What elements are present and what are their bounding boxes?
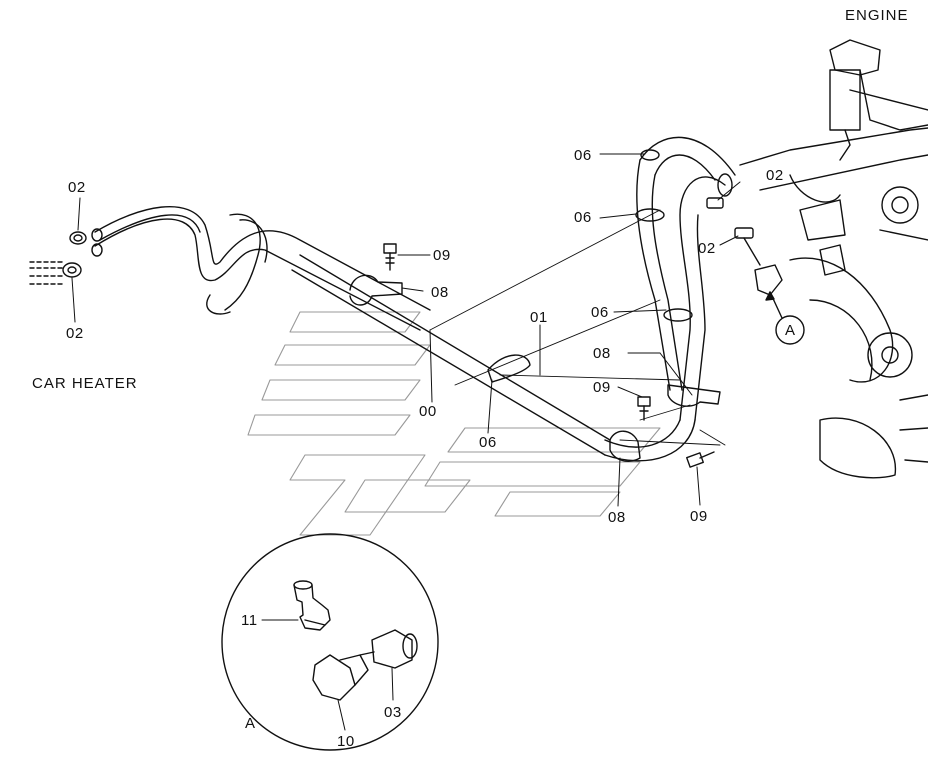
heater-hose-lower bbox=[206, 213, 268, 315]
callout-06-bottom: 06 bbox=[479, 434, 497, 451]
callout-09-left: 09 bbox=[433, 247, 451, 264]
bolt-09-b bbox=[637, 396, 651, 421]
callout-09-mid: 09 bbox=[593, 379, 611, 396]
clamp-06-d bbox=[487, 354, 531, 383]
hose-clip-02-engine-upper bbox=[706, 197, 724, 209]
callout-02-bottom-left: 02 bbox=[66, 325, 84, 342]
callout-08-left: 08 bbox=[431, 284, 449, 301]
callout-01: 01 bbox=[530, 309, 548, 326]
hose-clip-02-bottom bbox=[29, 261, 82, 285]
callout-02-engine-upper: 02 bbox=[766, 167, 784, 184]
engine-pipe bbox=[636, 136, 736, 421]
callout-06-mid-lower: 06 bbox=[591, 304, 609, 321]
callout-08-bottom: 08 bbox=[608, 509, 626, 526]
detail-a-marker bbox=[765, 291, 805, 345]
hose-clip-02-engine-lower bbox=[734, 227, 761, 266]
clamp-06-c bbox=[663, 308, 693, 322]
callout-00: 00 bbox=[419, 403, 437, 420]
callout-09-bottom: 09 bbox=[690, 508, 708, 525]
detail-a-circle-label: A bbox=[245, 715, 256, 732]
callout-06-top: 06 bbox=[574, 147, 592, 164]
detail-a-marker-label: A bbox=[785, 322, 796, 339]
elbow-fitting-engine bbox=[754, 264, 783, 296]
main-pipe bbox=[291, 254, 696, 462]
callout-10: 10 bbox=[337, 733, 355, 750]
clamp-06-b bbox=[635, 208, 665, 222]
engine-title: ENGINE bbox=[845, 7, 909, 24]
callout-03: 03 bbox=[384, 704, 402, 721]
engine-block bbox=[739, 39, 928, 479]
elbow-10 bbox=[312, 654, 369, 701]
callout-02-engine-lower: 02 bbox=[698, 240, 716, 257]
hose-clip-02-top bbox=[69, 231, 87, 245]
car-heater-title: CAR HEATER bbox=[32, 375, 138, 392]
callout-02-top-left: 02 bbox=[68, 179, 86, 196]
callout-leaders bbox=[71, 153, 741, 731]
clamp-06-a bbox=[640, 149, 660, 161]
bracket-08-c bbox=[609, 430, 641, 462]
hose-nipple-11 bbox=[293, 580, 331, 631]
detail-a-circle bbox=[221, 533, 439, 751]
adapter-03 bbox=[359, 629, 418, 669]
callout-06-mid-upper: 06 bbox=[574, 209, 592, 226]
bolt-09-c bbox=[686, 451, 715, 468]
callout-08-right: 08 bbox=[593, 345, 611, 362]
bolt-09-a bbox=[383, 243, 397, 271]
watermark-logo bbox=[247, 311, 661, 536]
bracket-08-b bbox=[667, 384, 721, 407]
callout-11: 11 bbox=[241, 612, 258, 629]
